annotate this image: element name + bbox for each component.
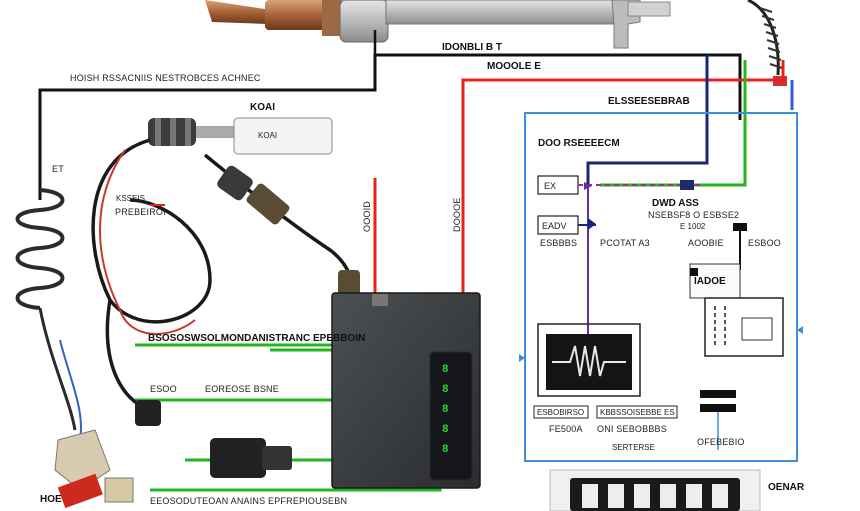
lower-box-left: ESBOBIRSO: [533, 405, 589, 419]
fuse-holder-icon: KOAI: [148, 117, 333, 155]
row-d: ESBOO: [748, 238, 781, 248]
svg-text:8: 8: [442, 404, 449, 416]
row-c: AOOBIE: [688, 238, 724, 248]
scope-display-icon: [537, 323, 641, 397]
svg-text:8: 8: [442, 424, 449, 436]
top-left-caption: HOISH RSSACNIIS NESTROBCES ACHNEC: [70, 73, 261, 83]
small-left-b: EOREOSE BSNE: [205, 384, 279, 394]
row-a: ESBBBS: [540, 238, 577, 248]
small-chip-icon: [690, 268, 698, 276]
bottom-caption: EEOSODUTEOAN ANAINS EPFREPIOUSEBN: [150, 496, 347, 506]
fuse-code: KOAI: [258, 131, 277, 140]
code-lower-mid: ONI SEBOBBBS: [597, 424, 667, 434]
relay-icon: IADOE: [689, 263, 784, 357]
sensor-top-code: IDONBLI B T: [442, 42, 502, 53]
svg-text:IADOE: IADOE: [694, 276, 726, 287]
terminal-block-icon: [549, 469, 761, 511]
connector-plug-icon: [135, 165, 360, 478]
right-panel: [519, 112, 803, 462]
coil-code: ET: [52, 164, 64, 174]
terminal-clip-icon: [54, 429, 134, 509]
right-spec-c: E 1002: [680, 222, 706, 231]
bottom-right-tag: OENAR: [768, 482, 805, 493]
panel-box-2: EADV: [537, 215, 579, 235]
vertical-mid-left: OOOID: [362, 201, 372, 232]
svg-text:ESBOBIRSO: ESBOBIRSO: [537, 408, 584, 417]
panel-title: ELSSEESEBRAB: [608, 96, 690, 107]
capacitor-lower-icon: [700, 390, 736, 450]
module-caption: MOOOLE E: [487, 61, 541, 72]
oxygen-sensor-icon: [205, 0, 671, 49]
code-lower-sub: SERTERSE: [612, 443, 655, 452]
small-left-a: ESOO: [150, 384, 177, 394]
capacitor-icon: [733, 223, 747, 270]
svg-text:8: 8: [442, 364, 449, 376]
ecu-display: 8 8 8 8 8: [442, 364, 449, 456]
svg-text:EX: EX: [544, 181, 556, 191]
connector-id: KOAI: [250, 102, 275, 113]
green-wire-caption: BSOSOSWSOLMONDANISTRANC EPEBBOIN: [148, 333, 365, 344]
coiled-cable-icon: [747, 0, 787, 86]
bottom-left-tag: HOE: [40, 494, 62, 505]
lower-box-mid: KBBSSOISEBBE ES: [596, 405, 678, 419]
probe-caption: PREBEIROI: [115, 207, 166, 217]
ecu-module-icon: [331, 292, 481, 489]
svg-text:KBBSSOISEBBE ES: KBBSSOISEBBE ES: [600, 408, 675, 417]
svg-text:8: 8: [442, 444, 449, 456]
svg-text:8: 8: [442, 384, 449, 396]
right-spec-b: NSEBSF8 O ESBSE2: [648, 210, 739, 220]
panel-box-1: EX: [537, 175, 579, 195]
code-lower-left: FE500A: [549, 424, 583, 434]
coiled-cable-icon: [15, 188, 82, 441]
svg-text:EADV: EADV: [542, 221, 567, 231]
code-lower-right: OFEBEBIO: [697, 437, 745, 447]
black-wires: [38, 30, 742, 200]
probe-title: KSSEIS: [116, 194, 145, 203]
vertical-mid-right: DOOOE: [452, 197, 462, 232]
row-b: PCOTAT A3: [600, 238, 650, 248]
right-spec-a: DWD ASS: [652, 198, 699, 209]
panel-subtitle: DOO RSEEEECM: [538, 138, 620, 149]
blue-wire: [586, 55, 794, 185]
